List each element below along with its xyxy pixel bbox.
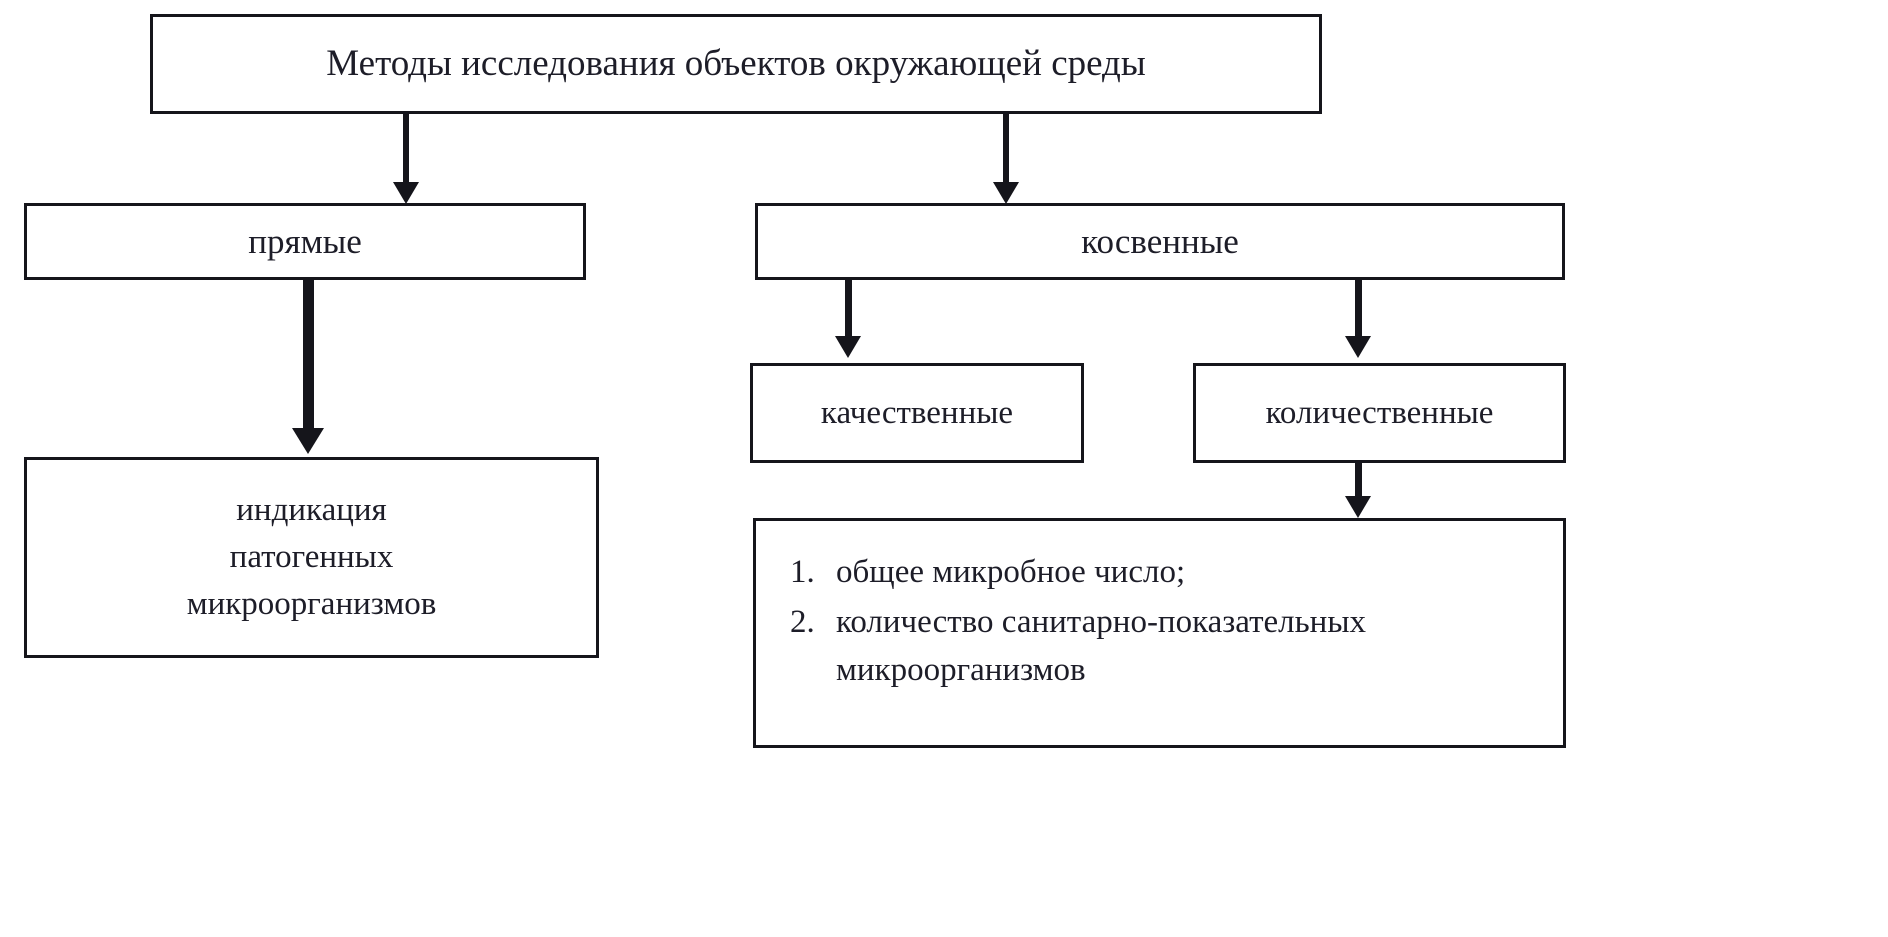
arrow-head-icon — [1345, 496, 1371, 518]
node-quantitative-methods: количественные — [1193, 363, 1566, 463]
node-quantitative-label: количественные — [1265, 394, 1494, 431]
list-item-text: количество санитарно-показательных микро… — [836, 603, 1367, 688]
node-qualitative-methods: качественные — [750, 363, 1084, 463]
arrow-head-icon — [993, 182, 1019, 204]
arrow-head-icon — [1345, 336, 1371, 358]
quantitative-detail-list: 1. общее микробное число; 2. количество сан… — [790, 549, 1539, 695]
arrow-head-icon — [292, 428, 324, 454]
node-quantitative-detail: 1. общее микробное число; 2. количество сан… — [753, 518, 1566, 748]
edge-line — [403, 108, 409, 186]
edge-line — [845, 272, 852, 340]
edge-line — [303, 272, 314, 432]
node-direct-methods: прямые — [24, 203, 586, 280]
edge-line — [1355, 456, 1362, 500]
node-indirect-label: косвенные — [1081, 221, 1239, 261]
node-indirect-methods: косвенные — [755, 203, 1565, 280]
arrow-head-icon — [835, 336, 861, 358]
node-pathogen-indication: индикация патогенных микроорганизмов — [24, 457, 599, 658]
arrow-head-icon — [393, 182, 419, 204]
node-root-methods: Методы исследования объектов окружающей … — [150, 14, 1322, 114]
list-item: 2. количество санитарно-показательных мик… — [790, 599, 1539, 695]
node-root-label: Методы исследования объектов окружающей … — [326, 42, 1146, 84]
list-item-marker: 1. — [790, 554, 815, 590]
list-item-marker: 2. — [790, 603, 815, 640]
edge-line — [1355, 272, 1362, 340]
node-direct-label: прямые — [248, 221, 362, 261]
list-item-text: общее микробное число; — [836, 554, 1186, 590]
node-pathogen-label: индикация патогенных микроорганизмов — [186, 492, 437, 622]
node-qualitative-label: качественные — [820, 394, 1014, 431]
list-item: 1. общее микробное число; — [790, 549, 1539, 597]
edge-line — [1003, 108, 1009, 186]
